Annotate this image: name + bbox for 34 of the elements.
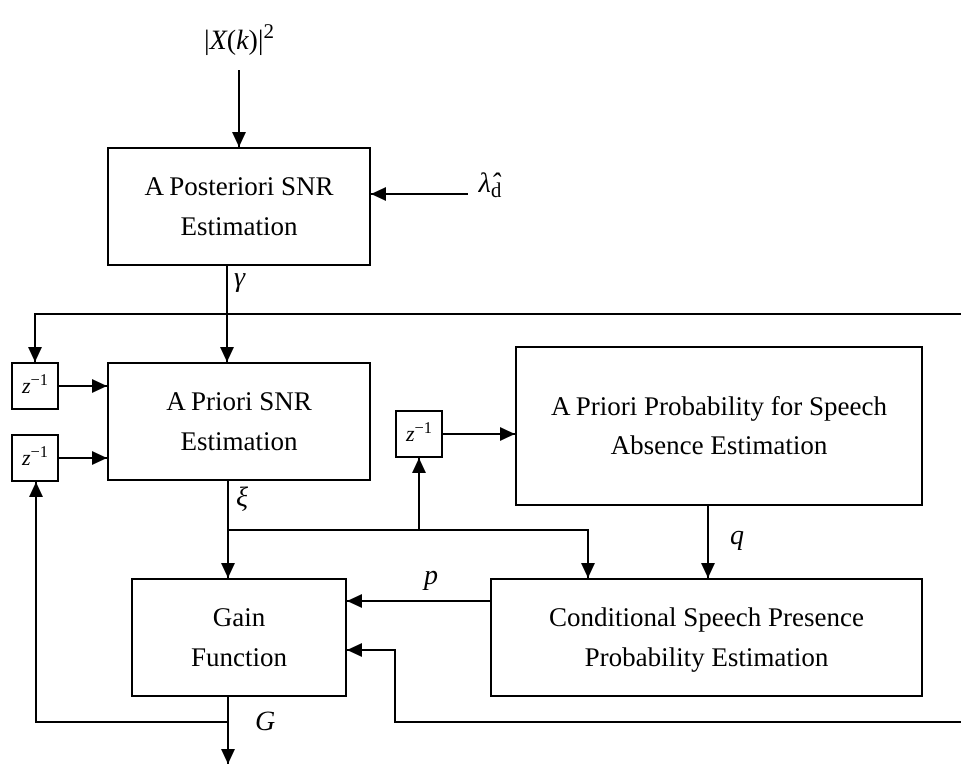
delay-label: z$^{−1}$ xyxy=(406,418,432,448)
delay-box xyxy=(11,434,59,482)
process-box xyxy=(515,346,923,506)
delay-label: z$^{−1}$ xyxy=(22,442,48,472)
box-label: A Priori SNR Estimation xyxy=(165,385,313,458)
edge-label: ξ xyxy=(236,484,248,512)
arrow xyxy=(232,70,246,147)
signal-arrow xyxy=(221,697,235,764)
process-box xyxy=(490,578,923,697)
process-box xyxy=(107,362,371,481)
box-label: Gain Function xyxy=(190,601,288,674)
signal-arrow xyxy=(347,643,961,723)
delay-box xyxy=(11,362,59,410)
delay-box xyxy=(395,410,443,458)
arrow xyxy=(59,379,107,393)
box-label: A Posteriori SNR Estimation xyxy=(143,170,335,242)
box-label: Conditional Speech Presence Probability Estimation xyxy=(548,601,865,674)
input-label: |X(k)|$^{2}$ xyxy=(204,20,274,58)
box-label: A Priori Probability for Speech Absence Estimation xyxy=(550,390,888,462)
arrow xyxy=(443,427,515,441)
delay-label: z$^{−1}$ xyxy=(22,370,48,400)
arrow xyxy=(227,458,426,531)
arrow xyxy=(29,482,229,723)
edge-label: q xyxy=(730,522,744,550)
process-box xyxy=(131,578,347,697)
arrow xyxy=(59,451,107,465)
arrow xyxy=(371,187,468,201)
arrow xyxy=(347,594,490,608)
arrow xyxy=(701,506,715,578)
edge-label: p xyxy=(424,562,438,590)
process-box xyxy=(107,147,371,266)
noise-label: λ̂$_{d}$ xyxy=(478,166,502,204)
edge-label: γ xyxy=(234,264,246,292)
edge-label: G xyxy=(255,708,276,736)
